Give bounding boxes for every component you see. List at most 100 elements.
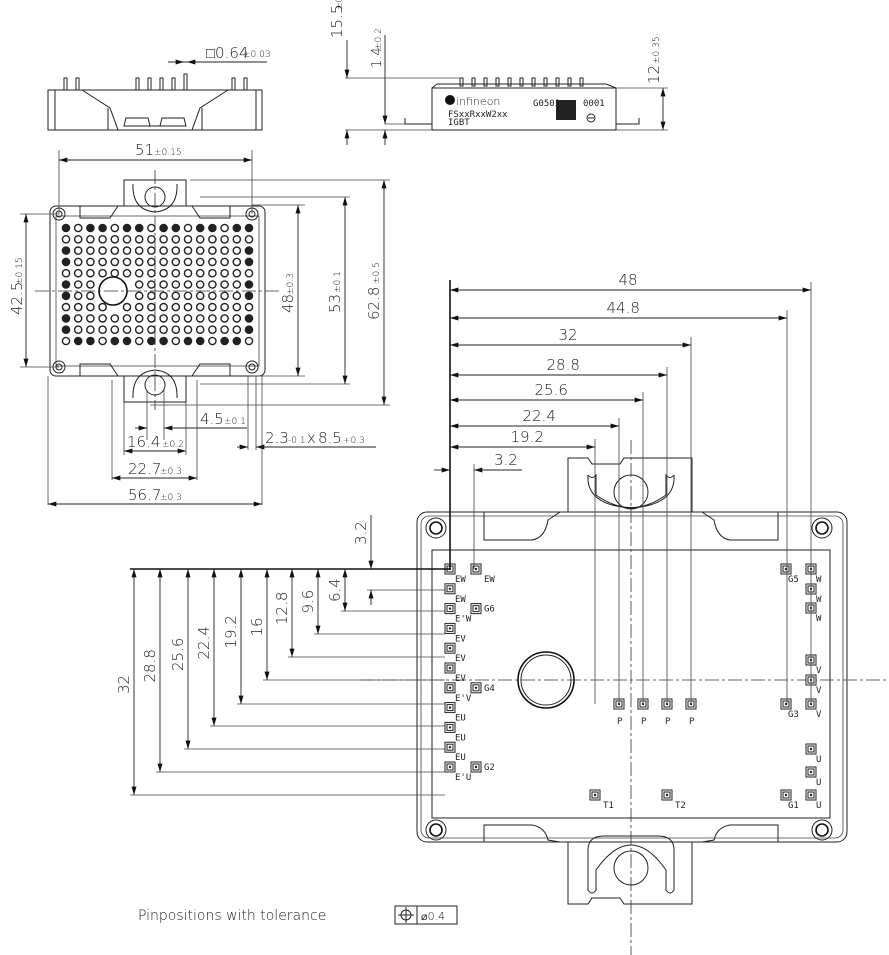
hole-spec-x: x — [307, 429, 316, 447]
hole-spec-a-tol: -0.1 — [288, 436, 306, 446]
left-pin-label: E'V — [455, 694, 472, 704]
slot-16-4-tol: ±0.2 — [162, 440, 184, 450]
left-pin — [444, 662, 456, 674]
v-dim-label: 25.6 — [169, 638, 187, 671]
grid-pin — [134, 280, 144, 289]
grid-pin — [183, 314, 193, 323]
grid-pin — [73, 234, 83, 244]
grid-pin — [110, 257, 120, 267]
grid-pin — [61, 246, 71, 255]
grid-pin — [98, 257, 107, 267]
left-pin — [444, 642, 456, 654]
grid-pin — [61, 291, 71, 301]
grid-pin — [122, 268, 132, 278]
grid-pin — [183, 223, 193, 233]
grid-pin — [134, 268, 144, 278]
grid-pin — [195, 234, 205, 244]
grid-pin — [61, 325, 71, 335]
grid-pin — [208, 268, 217, 278]
grid-pin — [232, 246, 242, 255]
grid-pin — [134, 257, 144, 267]
grid-pin — [232, 325, 242, 335]
hole-spec-b: 8.5 — [318, 429, 342, 447]
top-view: 51 ±0.15 42.5 ±0.15 48 ±0.3 53 ±0.1 — [8, 141, 390, 507]
grid-pin — [195, 291, 205, 301]
h-dim-label: 28.8 — [547, 356, 580, 374]
left-pin — [444, 583, 456, 595]
grid-pin — [159, 280, 168, 289]
grid-pin — [244, 291, 254, 301]
right-pin-col1 — [780, 563, 792, 575]
grid-pin — [61, 223, 71, 233]
p-pin-label: P — [641, 717, 647, 727]
lot-code: 0001 — [583, 99, 605, 109]
grid-pin — [220, 234, 229, 244]
grid-pin — [86, 268, 95, 278]
right-pin-label: V — [816, 686, 822, 696]
right-pin — [805, 743, 817, 755]
grid-pin — [159, 246, 168, 255]
right-pin-label: V — [816, 666, 822, 676]
grid-pin — [171, 291, 181, 301]
grid-pin — [147, 325, 156, 335]
mount-holes — [52, 207, 259, 374]
right-pin-col1-label: G5 — [788, 575, 799, 585]
grid-pin — [195, 336, 205, 346]
grid-pin — [134, 246, 144, 255]
grid-pin — [183, 336, 193, 346]
height-62-8-tol: ±0.5 — [372, 262, 382, 284]
grid-pin — [159, 257, 168, 267]
right-pin-col1 — [780, 789, 792, 801]
pin-size-tol: ±0.03 — [243, 50, 271, 60]
manufacturer-logo: infineon — [456, 95, 500, 108]
grid-pin — [171, 280, 181, 289]
grid-pin — [171, 268, 181, 278]
left-pin — [444, 682, 456, 694]
side-view-left: □0.64 ±0.03 — [47, 44, 271, 131]
grid-pin — [220, 314, 229, 323]
grid-pin — [183, 291, 193, 301]
slot-22-7-dim: 22.7 — [128, 460, 161, 478]
left-pin-label: E'W — [455, 615, 472, 625]
left-pin — [444, 702, 456, 714]
grid-pin — [147, 257, 156, 267]
grid-pin — [244, 257, 254, 267]
grid-pin — [244, 280, 254, 289]
left-pin-label: EV — [455, 654, 466, 664]
grid-pin — [208, 336, 217, 346]
grid-pin — [147, 291, 156, 301]
grid-pin — [159, 223, 168, 233]
body-height-dim: 12 — [645, 65, 663, 84]
width-56-7-tol: ±0.3 — [160, 493, 182, 503]
height-holes-tol: ±0.15 — [15, 257, 25, 285]
grid-pin — [244, 223, 254, 233]
thermistor-label: T1 — [603, 801, 614, 811]
tolerance-value: ⌀0.4 — [421, 910, 445, 923]
grid-pin — [110, 268, 120, 278]
grid-pin — [171, 325, 181, 335]
right-pin — [805, 789, 817, 801]
grid-pin — [73, 314, 83, 323]
grid-pin — [61, 234, 71, 244]
p-pin-label: P — [665, 717, 671, 727]
grid-pin — [134, 314, 144, 323]
grid-pin — [110, 325, 120, 335]
grid-pin — [73, 325, 83, 335]
left-pin-label: EW — [455, 575, 466, 585]
left-pin-col2 — [470, 682, 482, 694]
grid-pin — [195, 314, 205, 323]
grid-pin — [220, 246, 229, 255]
grid-pin — [244, 234, 254, 244]
grid-pin — [195, 246, 205, 255]
standoff-dim: 1.4 — [370, 47, 385, 68]
pin-grid-array — [61, 223, 254, 346]
grid-pin — [232, 268, 242, 278]
grid-pin — [208, 291, 217, 301]
h-dim-label: 32 — [559, 326, 578, 344]
grid-pin — [195, 268, 205, 278]
left-pin-label: EU — [455, 753, 466, 763]
part-marking: FSxxRxxW2xx — [448, 110, 508, 120]
v-dim-label: 3.2 — [352, 521, 370, 545]
